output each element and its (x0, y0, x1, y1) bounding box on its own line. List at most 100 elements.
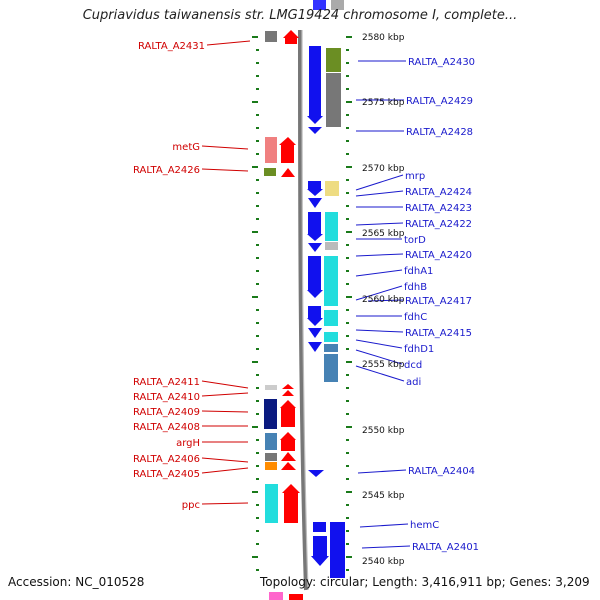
tick-mark (346, 140, 349, 142)
gene-label-right[interactable]: RALTA_A2423 (405, 203, 472, 214)
feature-block[interactable] (324, 332, 338, 342)
label-connector (201, 392, 249, 397)
gene-label-right[interactable]: adi (406, 377, 421, 388)
tick-mark (256, 218, 259, 220)
feature-block[interactable] (330, 522, 345, 578)
gene-arrow-up[interactable] (281, 168, 295, 177)
feature-block[interactable] (265, 462, 277, 470)
label-connector (355, 365, 405, 382)
feature-block[interactable] (289, 594, 303, 600)
feature-block[interactable] (264, 399, 277, 429)
gene-arrow-down[interactable] (307, 181, 323, 196)
feature-block[interactable] (265, 433, 277, 450)
right-gene-labels: RALTA_A2430RALTA_A2429RALTA_A2428mrpRALT… (355, 57, 479, 553)
gene-label-right[interactable]: RALTA_A2417 (405, 296, 472, 307)
gene-label-left[interactable]: ppc (182, 500, 200, 511)
gene-label-right[interactable]: RALTA_A2401 (412, 542, 479, 553)
label-connector (357, 469, 407, 474)
gene-label-left[interactable]: RALTA_A2408 (133, 422, 200, 433)
tick-mark (346, 452, 349, 454)
gene-arrow-down[interactable] (308, 470, 324, 477)
tick-mark (346, 413, 349, 415)
tick-mark (256, 88, 259, 90)
gene-label-right[interactable]: RALTA_A2428 (406, 127, 473, 138)
gene-arrow-up[interactable] (282, 484, 300, 523)
gene-label-right[interactable]: mrp (405, 171, 425, 182)
gene-arrow-up[interactable] (282, 390, 294, 396)
feature-block[interactable] (313, 0, 326, 10)
gene-arrow-down[interactable] (308, 198, 322, 208)
feature-block[interactable] (265, 385, 277, 390)
gene-label-left[interactable]: RALTA_A2406 (133, 454, 200, 465)
gene-label-right[interactable]: RALTA_A2415 (405, 328, 472, 339)
gene-arrow-down[interactable] (307, 256, 323, 298)
topology-text: Topology: circular; Length: 3,416,911 bp… (260, 575, 590, 589)
gene-label-left[interactable]: metG (172, 142, 200, 153)
gene-label-right[interactable]: RALTA_A2424 (405, 187, 472, 198)
tick-mark (346, 387, 349, 389)
gene-label-right[interactable]: fdhA1 (404, 266, 433, 277)
gene-arrow-down[interactable] (308, 243, 322, 252)
feature-block[interactable] (264, 168, 276, 176)
feature-block[interactable] (326, 48, 341, 72)
gene-arrow-down[interactable] (307, 46, 323, 124)
gene-label-left[interactable]: RALTA_A2405 (133, 469, 200, 480)
gene-arrow-up[interactable] (281, 452, 296, 461)
gene-label-left[interactable]: RALTA_A2409 (133, 407, 200, 418)
gene-arrow-down[interactable] (308, 328, 322, 338)
ruler-label: 2570 kbp (362, 164, 405, 174)
gene-label-right[interactable]: fdhB (404, 282, 427, 293)
gene-label-right[interactable]: RALTA_A2430 (408, 57, 475, 68)
tick-mark (252, 296, 258, 298)
feature-block[interactable] (324, 344, 338, 352)
feature-block[interactable] (269, 592, 283, 600)
gene-arrow-up[interactable] (283, 30, 299, 44)
gene-arrow-up[interactable] (282, 384, 294, 389)
gene-label-right[interactable]: RALTA_A2429 (406, 96, 473, 107)
feature-block[interactable] (324, 310, 338, 326)
gene-label-right[interactable]: hemC (410, 520, 439, 531)
feature-block[interactable] (325, 181, 339, 196)
gene-arrow-up[interactable] (280, 432, 296, 451)
tick-mark (346, 49, 349, 51)
feature-block[interactable] (331, 0, 344, 10)
gene-arrow-down[interactable] (308, 127, 322, 134)
gene-arrow-down[interactable] (308, 342, 322, 352)
gene-label-right[interactable]: torD (404, 235, 426, 246)
feature-block[interactable] (324, 354, 338, 382)
label-connector (355, 329, 404, 333)
gene-label-right[interactable]: RALTA_A2422 (405, 219, 472, 230)
gene-label-right[interactable]: RALTA_A2404 (408, 466, 475, 477)
gene-arrow-down[interactable] (311, 536, 329, 566)
gene-arrow-down[interactable] (307, 212, 323, 241)
tick-mark (256, 49, 259, 51)
gene-arrow-down[interactable] (313, 522, 326, 532)
gene-label-right[interactable]: fdhC (404, 312, 427, 323)
gene-arrow-down[interactable] (307, 306, 323, 326)
gene-label-right[interactable]: RALTA_A2420 (405, 250, 472, 261)
gene-label-right[interactable]: fdhD1 (404, 344, 434, 355)
gene-arrow-up[interactable] (280, 400, 296, 427)
tick-mark (256, 452, 259, 454)
feature-block[interactable] (325, 242, 338, 250)
left-feature-track (264, 31, 283, 600)
tick-mark (346, 231, 352, 233)
gene-label-right[interactable]: dcd (404, 360, 422, 371)
gene-label-left[interactable]: RALTA_A2411 (133, 377, 200, 388)
tick-mark (346, 530, 349, 532)
feature-block[interactable] (265, 31, 277, 42)
feature-block[interactable] (265, 137, 277, 163)
gene-label-left[interactable]: RALTA_A2410 (133, 392, 200, 403)
tick-mark (252, 426, 258, 428)
feature-block[interactable] (326, 73, 341, 127)
feature-block[interactable] (265, 453, 277, 461)
gene-label-left[interactable]: RALTA_A2426 (133, 165, 200, 176)
gene-label-left[interactable]: RALTA_A2431 (138, 41, 205, 52)
feature-block[interactable] (324, 256, 338, 306)
gene-arrow-up[interactable] (279, 137, 296, 163)
right-feature-track (324, 0, 345, 578)
feature-block[interactable] (265, 484, 278, 523)
gene-label-left[interactable]: argH (176, 438, 200, 449)
feature-block[interactable] (325, 212, 338, 241)
gene-arrow-up[interactable] (281, 462, 296, 470)
